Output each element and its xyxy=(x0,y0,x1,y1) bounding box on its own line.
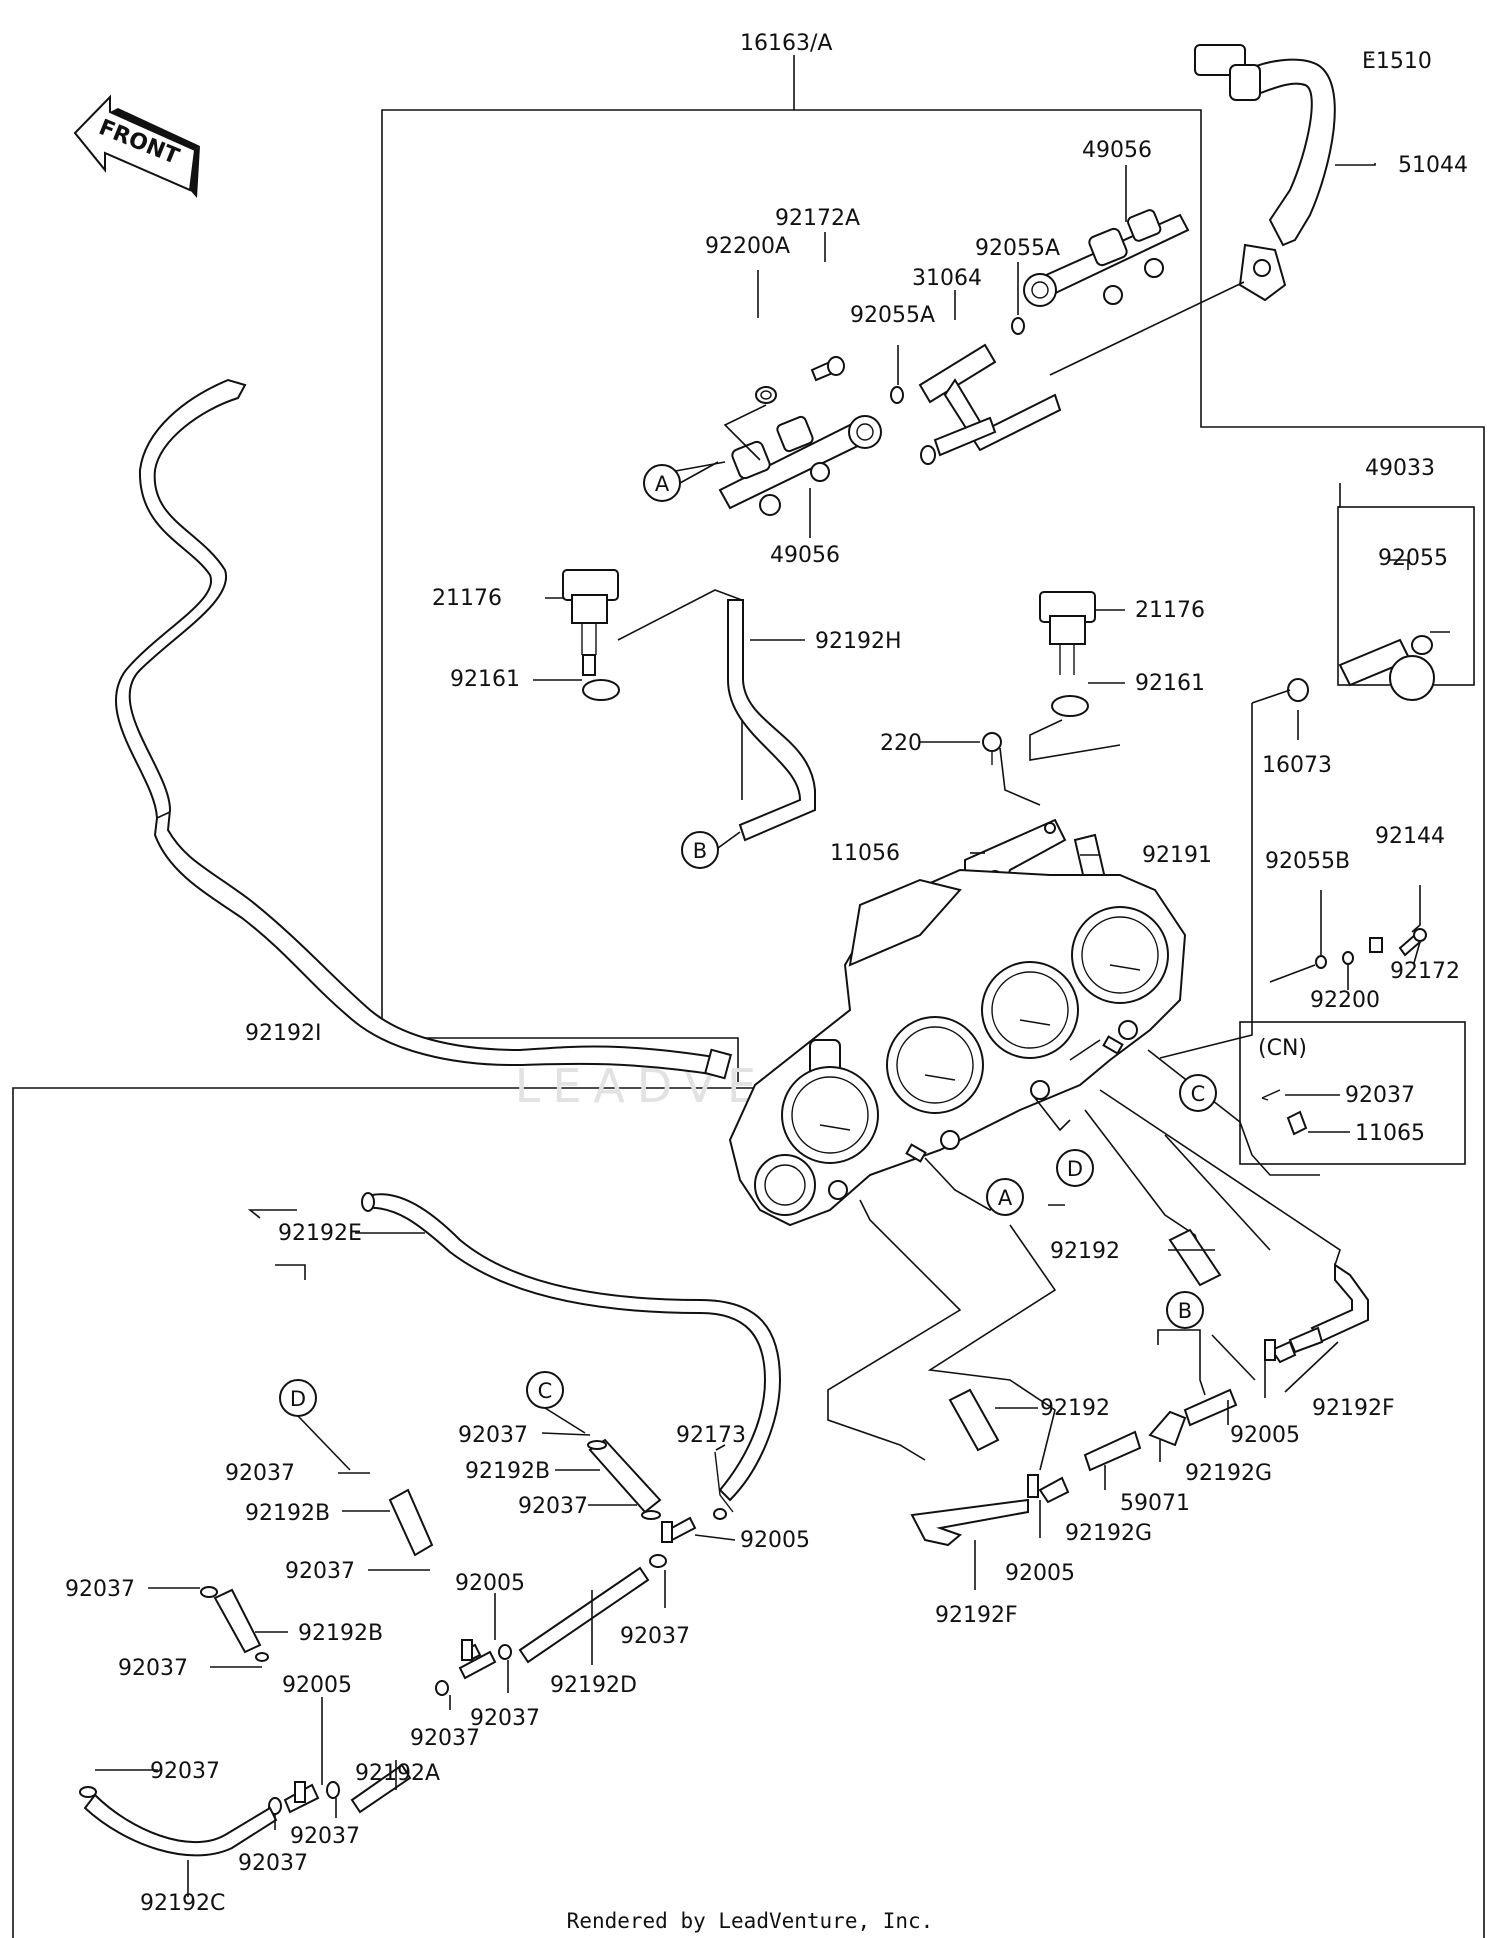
label-92192-2: 92192 xyxy=(1040,1396,1110,1421)
injector-21176-left xyxy=(562,569,743,800)
label-92192b-3: 92192B xyxy=(298,1621,383,1646)
label-92192c: 92192C xyxy=(140,1891,225,1916)
label-92192f-2: 92192F xyxy=(935,1603,1018,1628)
label-92192f-1: 92192F xyxy=(1312,1396,1395,1421)
label-59071: 59071 xyxy=(1120,1491,1190,1516)
label-92192g-2: 92192G xyxy=(1065,1521,1152,1546)
label-92037-h: 92037 xyxy=(65,1577,135,1602)
label-92055a-1: 92055A xyxy=(975,236,1060,261)
ref-c-right: C xyxy=(1191,1082,1206,1106)
label-92191: 92191 xyxy=(1142,843,1212,868)
vacuum-hose-92192I xyxy=(114,378,722,1077)
label-92192a: 92192A xyxy=(355,1761,440,1786)
label-16073: 16073 xyxy=(1262,753,1332,778)
label-92037-l: 92037 xyxy=(238,1851,308,1876)
ref-circle-b-mid xyxy=(1166,1291,1204,1329)
label-11065: 11065 xyxy=(1355,1121,1425,1146)
label-92192i: 92192I xyxy=(245,1021,321,1046)
bracket-11056 xyxy=(920,732,1067,892)
label-92144: 92144 xyxy=(1375,824,1445,849)
label-92037-j: 92037 xyxy=(290,1824,360,1849)
label-92037-e: 92037 xyxy=(285,1559,355,1584)
label-92161-left: 92161 xyxy=(450,667,520,692)
ref-a-mid: A xyxy=(998,1186,1013,1210)
ref-c-low: C xyxy=(538,1379,553,1403)
label-49056-top: 49056 xyxy=(1082,138,1152,163)
vacuum-hose-92192H xyxy=(727,599,816,842)
label-31064: 31064 xyxy=(912,266,982,291)
label-92192b-2: 92192B xyxy=(245,1501,330,1526)
ref-circle-b-top xyxy=(681,831,719,869)
label-92161-right: 92161 xyxy=(1135,671,1205,696)
label-92192d: 92192D xyxy=(550,1673,637,1698)
label-92037-b: 92037 xyxy=(518,1494,588,1519)
label-92037-i: 92037 xyxy=(118,1656,188,1681)
label-92037-d: 92037 xyxy=(225,1461,295,1486)
frame-lines xyxy=(12,55,1485,1938)
injector-rail-49056-upper xyxy=(1023,209,1190,307)
label-92173: 92173 xyxy=(676,1423,746,1448)
label-92005-5: 92005 xyxy=(282,1673,352,1698)
part-labels: 16163/A E1510 51044 49056 92172A 92200A … xyxy=(65,31,1468,1916)
ref-d-low: D xyxy=(290,1387,306,1411)
ref-b-mid: B xyxy=(1178,1299,1192,1323)
reference-circles: A B C D A B C D xyxy=(279,464,1217,1417)
small-fittings xyxy=(1269,928,1427,983)
label-92192-1: 92192 xyxy=(1050,1239,1120,1264)
label-92037-cn: 92037 xyxy=(1345,1083,1415,1108)
label-92037-k: 92037 xyxy=(150,1759,220,1784)
label-92172a: 92172A xyxy=(775,206,860,231)
label-49033: 49033 xyxy=(1365,456,1435,481)
fuel-pipe-31064 xyxy=(918,343,1062,465)
label-11056: 11056 xyxy=(830,841,900,866)
label-49056-bot: 49056 xyxy=(770,543,840,568)
label-92037-c: 92037 xyxy=(620,1624,690,1649)
label-16163a: 16163/A xyxy=(740,31,832,56)
label-92037-f: 92037 xyxy=(470,1706,540,1731)
ref-circle-d-mid xyxy=(1056,1149,1094,1187)
injector-21176-right xyxy=(1029,591,1121,761)
top-small-parts xyxy=(723,317,1025,461)
label-e1510: E1510 xyxy=(1362,49,1432,74)
throttle-body-assembly xyxy=(728,868,1187,1227)
label-92192e: 92192E xyxy=(278,1221,362,1246)
label-92055a-2: 92055A xyxy=(850,303,935,328)
ref-circle-c-right xyxy=(1179,1074,1217,1112)
label-92192g-1: 92192G xyxy=(1185,1461,1272,1486)
vacuum-hose-92192E xyxy=(363,1193,782,1502)
fuel-hose-51044 xyxy=(1049,44,1336,376)
ref-circle-a-mid xyxy=(986,1178,1024,1216)
label-92055b: 92055B xyxy=(1265,849,1350,874)
leader-lines xyxy=(95,55,1450,1897)
label-92055: 92055 xyxy=(1378,546,1448,571)
label-92192h: 92192H xyxy=(815,629,902,654)
label-21176-left: 21176 xyxy=(432,586,502,611)
label-cn: (CN) xyxy=(1258,1036,1307,1061)
label-92005-1: 92005 xyxy=(1230,1423,1300,1448)
label-92200a: 92200A xyxy=(705,234,790,259)
label-92005-3: 92005 xyxy=(740,1528,810,1553)
right-hose-group xyxy=(910,1228,1369,1547)
label-92192b-1: 92192B xyxy=(465,1459,550,1484)
label-92005-4: 92005 xyxy=(455,1571,525,1596)
lower-left-hose-group xyxy=(79,1438,734,1857)
label-92037-g: 92037 xyxy=(410,1726,480,1751)
box-49033 xyxy=(1159,483,1475,1059)
footer-credit: Rendered by LeadVenture, Inc. xyxy=(567,1909,934,1933)
ref-b-top: B xyxy=(693,839,707,863)
label-21176-right: 21176 xyxy=(1135,598,1205,623)
label-51044: 51044 xyxy=(1398,153,1468,178)
label-92037-a: 92037 xyxy=(458,1423,528,1448)
ref-a-top: A xyxy=(655,472,670,496)
injector-rail-49056-lower xyxy=(718,415,882,516)
box-cn xyxy=(1239,1021,1466,1165)
label-92200: 92200 xyxy=(1310,988,1380,1013)
ref-d-mid: D xyxy=(1067,1157,1083,1181)
label-92005-2: 92005 xyxy=(1005,1561,1075,1586)
label-220: 220 xyxy=(880,731,922,756)
label-92172: 92172 xyxy=(1390,959,1460,984)
front-arrow-icon: FRONT xyxy=(73,94,200,198)
